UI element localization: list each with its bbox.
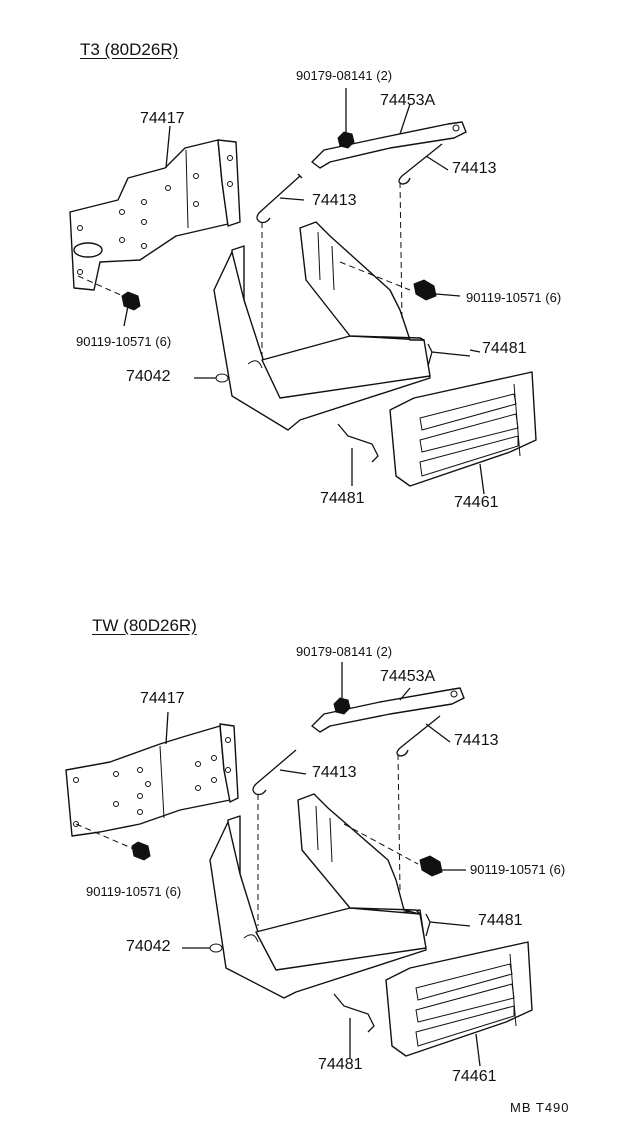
- label-hook-right: 74481: [482, 340, 527, 357]
- rod-left-74413: [256, 173, 303, 224]
- label-rod-right: 74413: [452, 160, 497, 177]
- diagram-title: T3 (80D26R): [80, 40, 179, 59]
- drawing-code: MB T490: [510, 1100, 570, 1115]
- clamp-74453a: [311, 88, 467, 169]
- label-cover: 74461: [454, 494, 499, 511]
- bolt-left: [75, 823, 151, 861]
- rod-left-74413: [252, 749, 297, 796]
- rod-right-74413: [396, 715, 441, 757]
- hook-bottom-74481: [333, 993, 375, 1058]
- hook-right-74481: [427, 343, 481, 367]
- parts-drawing: [69, 88, 537, 495]
- hook-bottom-74481: [337, 423, 379, 486]
- hook-right-74481: [425, 913, 471, 937]
- clamp-74453a: [311, 662, 465, 733]
- cover-74461: [385, 941, 533, 1067]
- label-bracket: 74417: [140, 110, 185, 127]
- label-hook-bottom: 74481: [320, 490, 365, 507]
- label-tray: 74042: [126, 368, 171, 385]
- tray-74042: [213, 181, 431, 431]
- bolt-right: [339, 261, 461, 301]
- label-bolt-right: 90119-10571 (6): [470, 862, 566, 877]
- label-hook-right: 74481: [478, 912, 523, 929]
- label-bracket: 74417: [140, 690, 185, 707]
- tray-74042: [209, 753, 427, 999]
- label-tray: 74042: [126, 938, 171, 955]
- bracket-74417: [65, 723, 239, 837]
- label-clamp: 74453A: [380, 668, 436, 685]
- diagram-title: TW (80D26R): [92, 616, 197, 635]
- label-nut: 90179-08141 (2): [296, 644, 393, 659]
- label-bolt-right: 90119-10571 (6): [466, 290, 562, 305]
- bolt-left: [77, 275, 141, 327]
- label-rod-left: 74413: [312, 192, 357, 209]
- label-rod-right: 74413: [454, 732, 499, 749]
- label-cover: 74461: [452, 1068, 497, 1085]
- label-clamp: 74453A: [380, 92, 436, 109]
- label-bolt-left: 90119-10571 (6): [86, 884, 182, 899]
- rod-right-74413: [398, 143, 443, 185]
- label-bolt-left: 90119-10571 (6): [76, 334, 172, 349]
- cover-74461: [389, 371, 537, 495]
- bracket-74417: [69, 139, 241, 291]
- bolt-right: [343, 823, 466, 877]
- label-hook-bottom: 74481: [318, 1056, 363, 1073]
- label-rod-left: 74413: [312, 764, 357, 781]
- label-nut: 90179-08141 (2): [296, 68, 393, 83]
